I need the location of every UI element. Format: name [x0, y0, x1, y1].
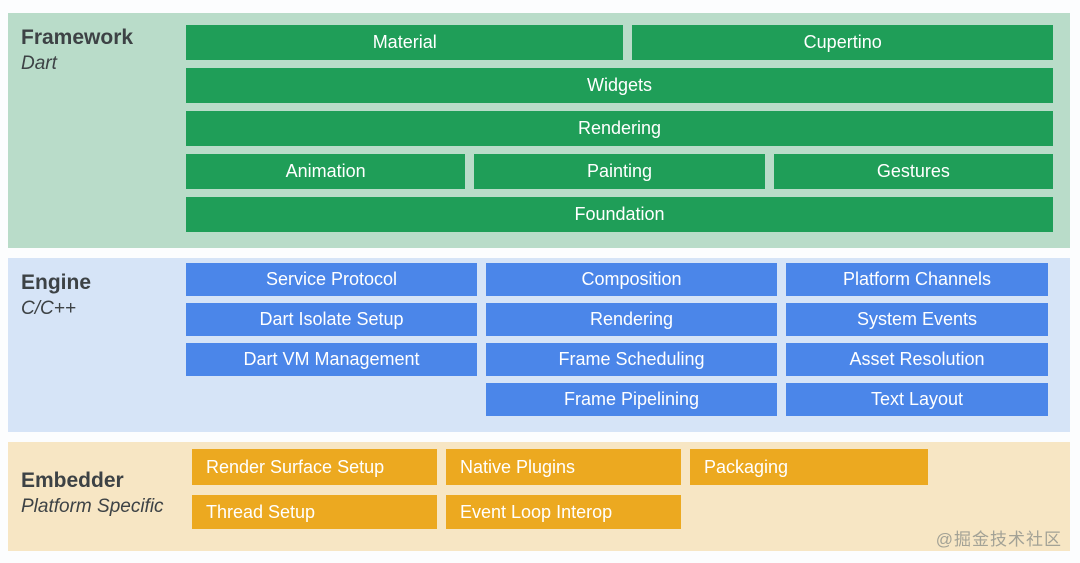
framework-title: Framework [21, 26, 134, 49]
framework-bar-rendering: Rendering [186, 111, 1053, 146]
engine-bar-dart-isolate-setup: Dart Isolate Setup [186, 303, 477, 336]
framework-layer: Framework Dart Material Cupertino Widget… [8, 13, 1070, 248]
framework-bar-gestures: Gestures [773, 154, 1054, 189]
framework-bar-material: Material [186, 25, 624, 60]
embedder-subtitle: Platform Specific [21, 496, 164, 518]
engine-subtitle: C/C++ [21, 298, 76, 320]
embedder-bar-native-plugins: Native Plugins [446, 449, 681, 485]
framework-row-1: Material Cupertino [186, 25, 1053, 60]
engine-bar-composition: Composition [486, 263, 777, 296]
juejin-watermark: @掘金技术社区 [935, 530, 1062, 549]
embedder-bar-event-loop-interop: Event Loop Interop [446, 495, 681, 529]
engine-bar-platform-channels: Platform Channels [786, 263, 1048, 296]
framework-bar-animation: Animation [186, 154, 466, 189]
framework-rows: Material Cupertino Widgets Rendering Ani… [186, 25, 1054, 232]
embedder-label: Embedder Platform Specific [21, 468, 164, 520]
framework-bar-widgets: Widgets [186, 68, 1053, 103]
engine-bar-frame-scheduling: Frame Scheduling [486, 343, 777, 376]
engine-label: Engine C/C++ [21, 270, 91, 322]
engine-bar-rendering: Rendering [486, 303, 777, 336]
framework-bar-foundation: Foundation [186, 197, 1053, 232]
engine-bar-text-layout: Text Layout [786, 383, 1048, 416]
framework-bar-cupertino: Cupertino [632, 25, 1053, 60]
engine-bar-system-events: System Events [786, 303, 1048, 336]
engine-bar-service-protocol: Service Protocol [186, 263, 477, 296]
framework-row-2: Widgets [186, 68, 1053, 103]
engine-bar-asset-resolution: Asset Resolution [786, 343, 1048, 376]
embedder-row-2: Thread Setup Event Loop Interop [192, 495, 928, 529]
embedder-bar-packaging: Packaging [690, 449, 928, 485]
embedder-row-1: Render Surface Setup Native Plugins Pack… [192, 449, 928, 485]
framework-row-5: Foundation [186, 197, 1053, 232]
engine-bar-dart-vm-management: Dart VM Management [186, 343, 477, 376]
embedder-bar-render-surface-setup: Render Surface Setup [192, 449, 437, 485]
framework-row-4: Animation Painting Gestures [186, 154, 1054, 189]
framework-subtitle: Dart [21, 53, 57, 75]
engine-grid: Service Protocol Composition Platform Ch… [186, 263, 1048, 416]
engine-title: Engine [21, 271, 92, 294]
framework-label: Framework Dart [21, 25, 133, 77]
engine-bar-frame-pipelining: Frame Pipelining [486, 383, 777, 416]
framework-row-3: Rendering [186, 111, 1053, 146]
engine-grid-empty-cell [186, 383, 477, 416]
engine-layer: Engine C/C++ Service Protocol Compositio… [8, 258, 1070, 432]
embedder-rows: Render Surface Setup Native Plugins Pack… [192, 449, 928, 529]
embedder-title: Embedder [21, 469, 124, 492]
framework-bar-painting: Painting [474, 154, 765, 189]
embedder-bar-thread-setup: Thread Setup [192, 495, 437, 529]
embedder-layer: Embedder Platform Specific Render Surfac… [8, 442, 1070, 551]
